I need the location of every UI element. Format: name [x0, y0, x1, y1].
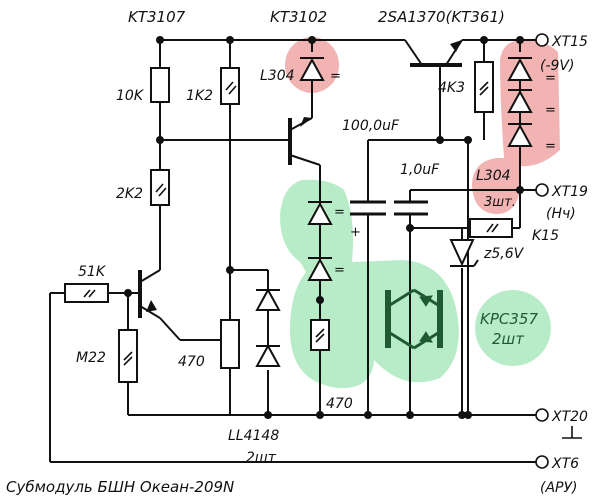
label-ll4148: LL4148 [228, 428, 279, 444]
terminals [535, 33, 549, 469]
transistors [138, 39, 463, 319]
label-krc357: KPC357 [480, 310, 538, 328]
diode-ll-2 [307, 257, 333, 281]
label-2sht-krc: 2шт [492, 330, 525, 348]
kt3107-emitter-arrow [146, 300, 157, 312]
diode-ll4148-2 [255, 343, 281, 367]
label-k15: K15 [532, 228, 559, 244]
label-nch: (Нч) [546, 206, 576, 222]
junction-dots [124, 36, 524, 419]
resistor-470-right [310, 319, 330, 351]
label-470-right: 470 [326, 396, 353, 412]
capacitors [350, 200, 428, 216]
diode-zener [449, 239, 475, 267]
resistor-470-left [220, 319, 240, 369]
label-kt3107: KT3107 [128, 8, 186, 26]
red-highlight-l304-stack [472, 39, 560, 215]
label-4k3: 4K3 [438, 80, 465, 96]
label-2sa1370: 2SA1370(KT361) [378, 8, 505, 26]
green-highlight-ll-diodes [280, 179, 459, 389]
label-1k2: 1K2 [186, 88, 213, 104]
labels: KT3107 KT3102 2SA1370(KT361) XT15 (-9V) … [6, 8, 588, 496]
label-3sht: 3шт. [484, 195, 516, 210]
label-plus: + [350, 225, 361, 240]
diode-l304-single [299, 57, 325, 81]
label-2sht-ll: 2шт [246, 450, 277, 466]
label-470-left: 470 [178, 354, 205, 370]
diode-ll-1 [307, 201, 333, 225]
diode-ll4148-1 [255, 287, 281, 311]
label-xt19: XT19 [551, 184, 588, 200]
label-10k: 10K [116, 88, 145, 104]
label-kt3102: KT3102 [270, 8, 327, 26]
label-l304-stack: L304 [476, 168, 511, 184]
terminal-xt15 [535, 33, 549, 47]
label-eq6: = [545, 71, 556, 86]
label-m22: M22 [76, 350, 106, 366]
terminal-xt6 [535, 455, 549, 469]
green-highlight-krc357 [475, 290, 551, 366]
label-eq5: = [334, 263, 345, 278]
label-z56: z5,6V [483, 246, 525, 262]
terminal-xt19 [535, 183, 549, 197]
label-1uf: 1,0uF [400, 162, 440, 178]
label-eq3: = [545, 139, 556, 154]
kt3102-emitter-arrow [300, 117, 312, 127]
label-eq4: = [334, 205, 345, 220]
label-eq2: = [545, 103, 556, 118]
label-eq1: = [330, 69, 341, 84]
resistors [64, 61, 513, 383]
label-51k: 51K [78, 264, 107, 280]
resistor-10k [150, 67, 170, 103]
krc357-symbol [385, 288, 443, 350]
label-2k2: 2K2 [116, 186, 143, 202]
diagram-caption: Субмодуль БШН Океан-209N [6, 478, 234, 496]
terminal-xt20 [535, 408, 549, 422]
diodes [255, 57, 533, 367]
label-xt6: XT6 [551, 456, 579, 472]
label-l304-single: L304 [260, 68, 295, 84]
2sa1370-emitter-arrow [450, 40, 462, 52]
label-100uf: 100,0uF [342, 118, 400, 134]
label-aru: (АРУ) [540, 480, 577, 496]
label-xt15: XT15 [551, 34, 588, 50]
label-xt20: XT20 [551, 409, 588, 425]
label-minus9v: (-9V) [540, 58, 574, 74]
